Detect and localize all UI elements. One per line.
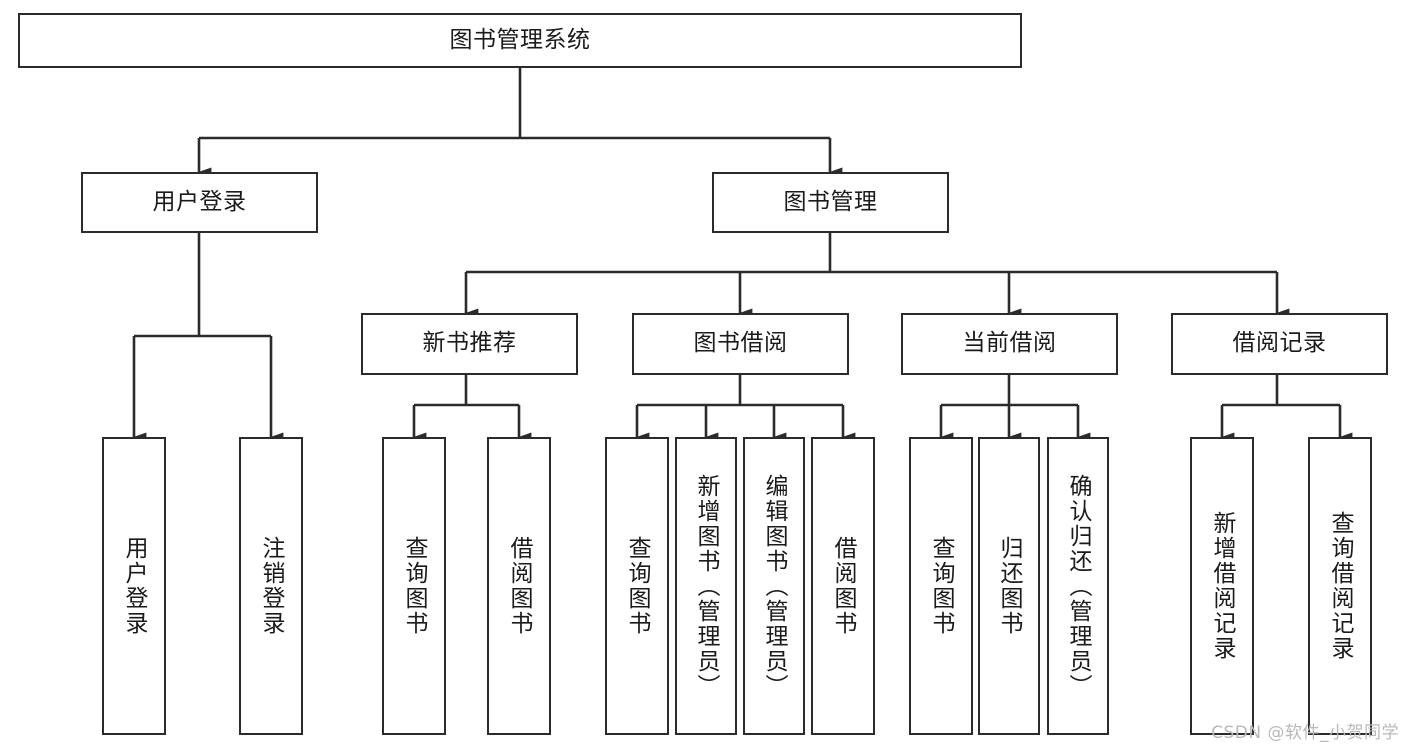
node-leaf-edit-book-label: 编辑图书（管理员） [761,473,788,699]
node-leaf-user-login[interactable]: 用户登录 [102,437,166,735]
node-leaf-query-book-2-label: 查询图书 [624,536,651,636]
node-leaf-confirm-return[interactable]: 确认归还（管理员） [1047,437,1109,735]
node-leaf-query-book-1[interactable]: 查询图书 [382,437,446,735]
node-book-borrow[interactable]: 图书借阅 [632,313,849,375]
node-leaf-edit-book[interactable]: 编辑图书（管理员） [743,437,805,735]
node-leaf-query-record-label: 查询借阅记录 [1327,511,1354,661]
node-leaf-query-book-3-label: 查询图书 [928,536,955,636]
node-leaf-logout[interactable]: 注销登录 [239,437,303,735]
node-book-borrow-label: 图书借阅 [693,330,788,357]
node-leaf-query-book-2[interactable]: 查询图书 [605,437,669,735]
node-leaf-confirm-return-label: 确认归还（管理员） [1065,473,1092,699]
node-leaf-add-record-label: 新增借阅记录 [1209,511,1236,661]
node-leaf-query-record[interactable]: 查询借阅记录 [1308,437,1372,735]
node-new-book-recommend-label: 新书推荐 [422,330,517,357]
node-book-management-label: 图书管理 [783,188,878,215]
node-leaf-user-login-label: 用户登录 [121,536,148,636]
node-leaf-borrow-book-2[interactable]: 借阅图书 [811,437,875,735]
node-leaf-query-book-3[interactable]: 查询图书 [909,437,973,735]
node-leaf-add-book[interactable]: 新增图书（管理员） [675,437,737,735]
node-leaf-logout-label: 注销登录 [258,536,285,636]
node-leaf-return-book[interactable]: 归还图书 [978,437,1040,735]
node-leaf-borrow-book-2-label: 借阅图书 [830,536,857,636]
node-new-book-recommend[interactable]: 新书推荐 [361,313,578,375]
node-book-management[interactable]: 图书管理 [712,172,949,233]
node-user-login-label: 用户登录 [152,188,247,215]
node-leaf-return-book-label: 归还图书 [996,536,1023,636]
node-current-borrow-label: 当前借阅 [962,330,1057,357]
node-root[interactable]: 图书管理系统 [18,13,1022,68]
node-leaf-borrow-book-1[interactable]: 借阅图书 [487,437,551,735]
node-root-label: 图书管理系统 [449,26,591,53]
node-leaf-add-book-label: 新增图书（管理员） [693,473,720,699]
watermark-text: CSDN @软件_小贺同学 [1211,723,1399,743]
node-current-borrow[interactable]: 当前借阅 [901,313,1118,375]
node-user-login[interactable]: 用户登录 [81,172,318,233]
node-borrow-record[interactable]: 借阅记录 [1171,313,1388,375]
node-leaf-borrow-book-1-label: 借阅图书 [506,536,533,636]
node-leaf-add-record[interactable]: 新增借阅记录 [1190,437,1254,735]
node-borrow-record-label: 借阅记录 [1232,330,1327,357]
node-leaf-query-book-1-label: 查询图书 [401,536,428,636]
